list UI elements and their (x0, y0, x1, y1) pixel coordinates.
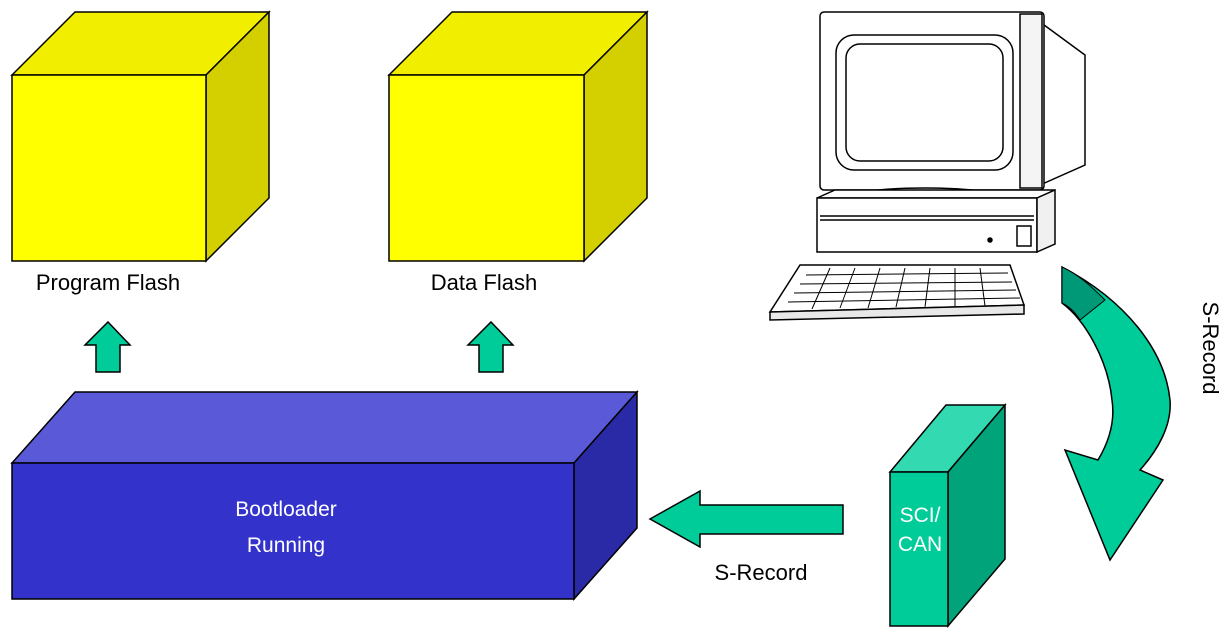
sci-can-label-line2: CAN (898, 533, 942, 556)
data-flash-cube (387, 10, 649, 263)
up-arrow-data-flash (466, 320, 515, 373)
data-flash-label: Data Flash (431, 270, 537, 295)
program-flash-label: Program Flash (36, 270, 180, 295)
curved-arrow-body (1061, 265, 1171, 562)
bootloader-block-top (10, 391, 639, 464)
bootloader-block (10, 390, 639, 601)
up-arrow-program-flash (83, 320, 132, 373)
sci-can-label-line1: SCI/ (900, 504, 941, 527)
s-record-left-arrow (648, 489, 844, 549)
curved-s-record-arrow (1061, 265, 1171, 562)
bootloader-block-front (11, 462, 575, 600)
sci-can-interface-front (889, 471, 949, 627)
bootloader-label-line2: Running (247, 534, 325, 557)
data-flash-cube-front (388, 74, 585, 262)
desktop-computer-icon (768, 11, 1086, 321)
keyboard (768, 264, 1026, 313)
bootloader-label-line1: Bootloader (235, 498, 337, 521)
program-flash-cube (10, 10, 271, 263)
s-record-bottom-label: S-Record (715, 560, 808, 585)
sci-can-interface (888, 402, 1007, 629)
program-flash-cube-front (11, 74, 207, 262)
curved-arrow-shade (1061, 266, 1106, 321)
system-unit (816, 197, 1038, 253)
s-record-side-label: S-Record (1198, 302, 1223, 395)
